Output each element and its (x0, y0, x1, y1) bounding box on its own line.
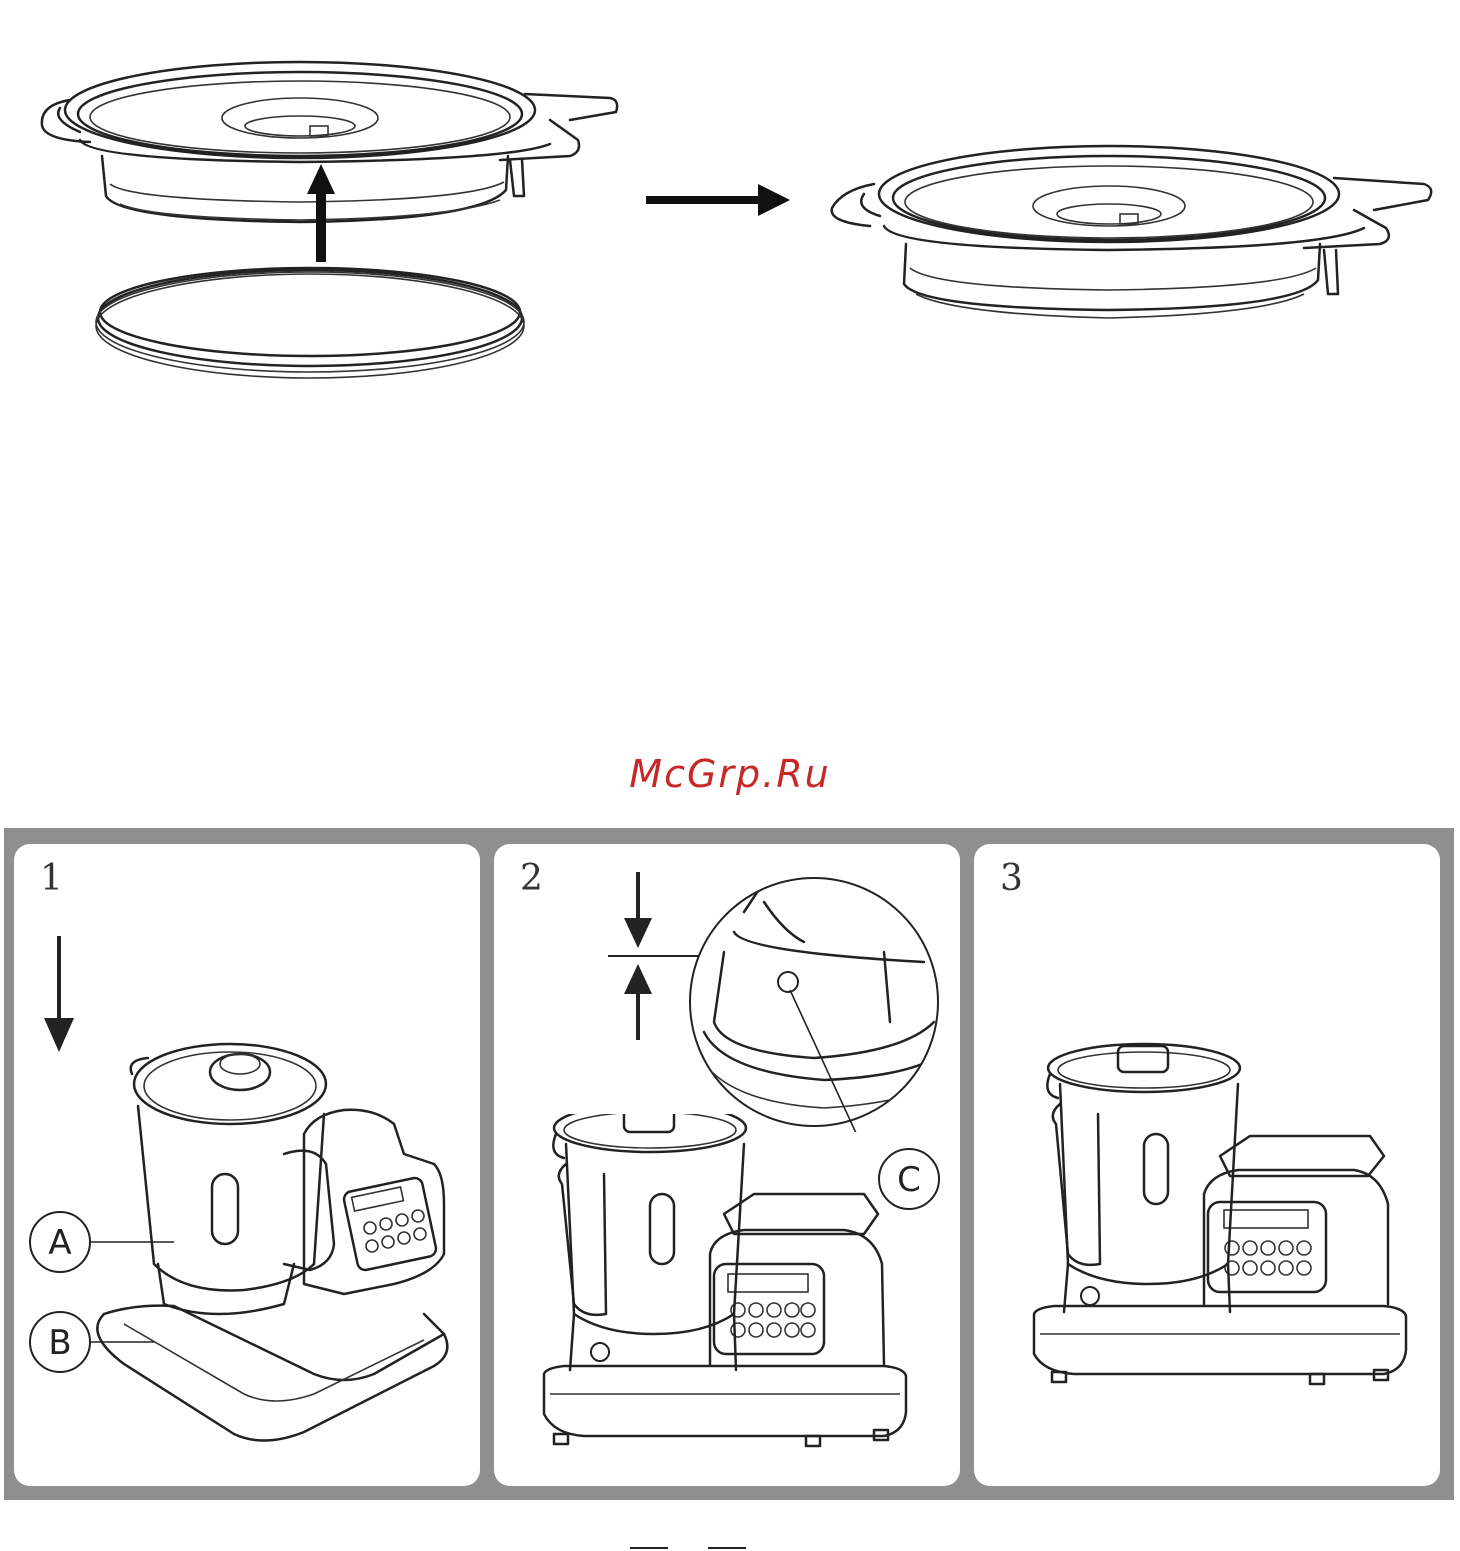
food-processor-side-illustration (524, 1114, 924, 1474)
page-footer-mark-right (708, 1547, 746, 1549)
arrow-right-icon (644, 182, 794, 222)
instruction-frame: 1 (4, 828, 1454, 1500)
page-footer-mark-left (630, 1547, 668, 1549)
watermark: McGrp.Ru (0, 752, 1460, 796)
callout-labels: A B (14, 1204, 214, 1404)
step-number: 1 (40, 858, 63, 899)
callout-label-b: B (48, 1323, 71, 1363)
callout-label-a: A (48, 1223, 71, 1263)
arrow-up-icon (304, 160, 338, 264)
assembled-food-processor-illustration (1024, 1034, 1424, 1414)
detail-zoom-circle (684, 872, 944, 1132)
step-number: 2 (520, 858, 543, 899)
step-number: 3 (1000, 858, 1023, 899)
assembled-steamer-illustration (824, 118, 1444, 338)
step-panel-1: 1 (14, 844, 480, 1486)
step-panel-3: 3 (974, 844, 1440, 1486)
step-panel-2: 2 C (494, 844, 960, 1486)
